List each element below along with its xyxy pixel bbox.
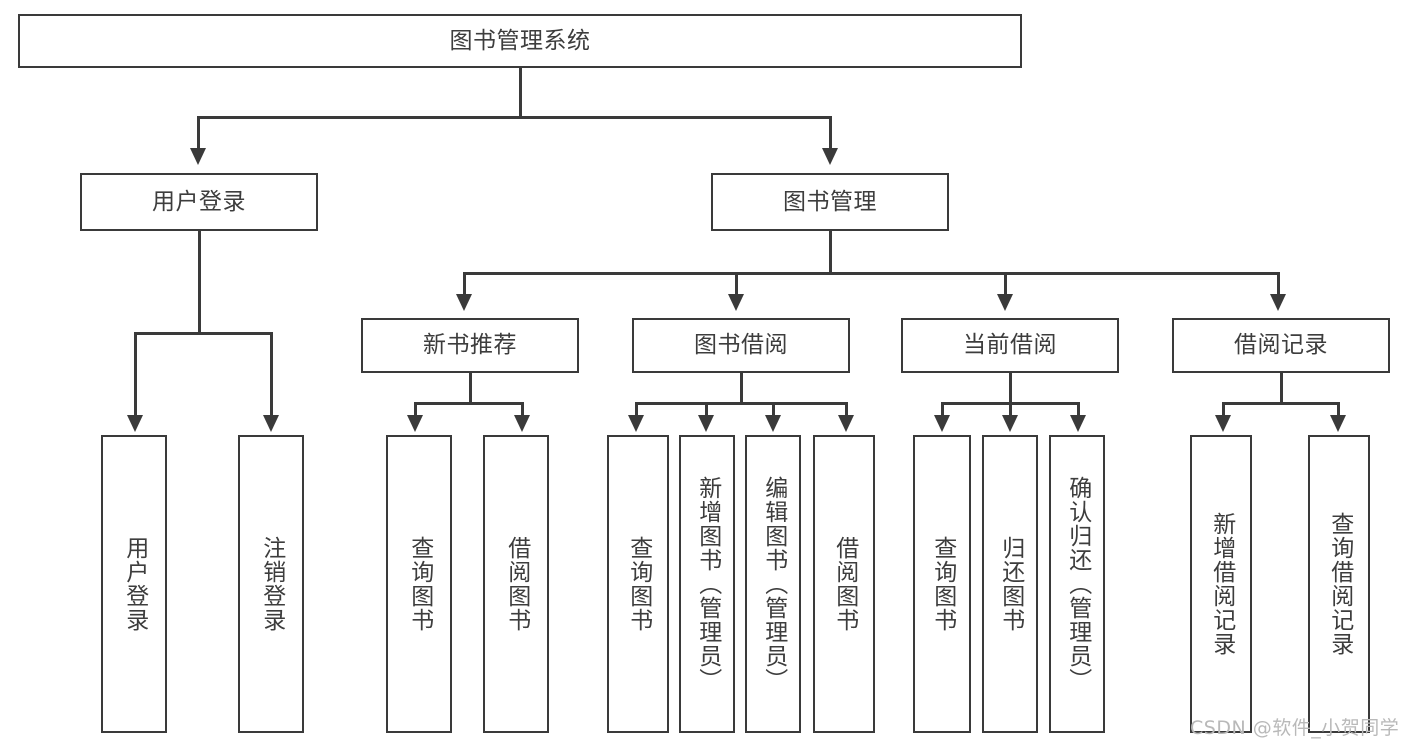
leaf-label: 注销登录 xyxy=(258,536,285,632)
connector-root-bus xyxy=(197,116,831,119)
node-new-book-recommend[interactable]: 新书推荐 xyxy=(361,318,579,373)
leaf-label: 借阅图书 xyxy=(831,536,858,632)
leaf-query-book-nb[interactable]: 查询图书 xyxy=(386,435,452,733)
connector-new-book-bus xyxy=(414,402,524,405)
arrow-user-login-to-leaf-2 xyxy=(263,415,279,432)
node-label: 新书推荐 xyxy=(423,332,517,359)
leaf-add-book-admin[interactable]: 新增图书（管理员） xyxy=(679,435,735,733)
node-label: 当前借阅 xyxy=(963,332,1057,359)
leaf-user-login[interactable]: 用户登录 xyxy=(101,435,167,733)
leaf-label: 确认归还（管理员） xyxy=(1064,476,1091,692)
leaf-label: 新增图书（管理员） xyxy=(694,476,721,692)
arrow-bb-to-leaf-2 xyxy=(698,415,714,432)
leaf-label: 查询借阅记录 xyxy=(1326,512,1353,656)
leaf-query-book-bb[interactable]: 查询图书 xyxy=(607,435,669,733)
watermark-text: CSDN @软件_小贺同学 xyxy=(1190,717,1400,739)
leaf-query-borrow-record[interactable]: 查询借阅记录 xyxy=(1308,435,1370,733)
connector-user-login-to-leaf-2 xyxy=(270,332,273,416)
connector-user-login-to-leaf-1 xyxy=(134,332,137,416)
leaf-confirm-return-admin[interactable]: 确认归还（管理员） xyxy=(1049,435,1105,733)
arrow-nb-to-leaf-2 xyxy=(514,415,530,432)
node-user-login[interactable]: 用户登录 xyxy=(80,173,318,231)
connector-borrow-record-trunk xyxy=(1280,373,1283,404)
arrow-br-to-leaf-2 xyxy=(1330,415,1346,432)
connector-root-to-user-login xyxy=(197,116,200,149)
node-borrow-record[interactable]: 借阅记录 xyxy=(1172,318,1390,373)
connector-book-management-bus xyxy=(463,272,1280,275)
connector-bb-to-leaf-4 xyxy=(845,402,848,416)
leaf-label: 归还图书 xyxy=(997,536,1024,632)
connector-book-borrow-bus xyxy=(635,402,848,405)
connector-nb-to-leaf-2 xyxy=(521,402,524,416)
node-label: 图书管理系统 xyxy=(449,27,591,54)
connector-user-login-trunk xyxy=(198,231,201,334)
node-label: 用户登录 xyxy=(152,188,246,215)
node-book-borrow[interactable]: 图书借阅 xyxy=(632,318,850,373)
arrow-bm-to-borrow-record xyxy=(1270,294,1286,311)
node-root-book-management-system[interactable]: 图书管理系统 xyxy=(18,14,1022,68)
connector-bm-to-current-borrow xyxy=(1004,272,1007,295)
leaf-label: 借阅图书 xyxy=(503,536,530,632)
leaf-label: 查询图书 xyxy=(929,536,956,632)
connector-bb-to-leaf-2 xyxy=(705,402,708,416)
connector-current-borrow-trunk xyxy=(1009,373,1012,404)
arrow-root-to-book-management xyxy=(822,148,838,165)
arrow-bm-to-book-borrow xyxy=(728,294,744,311)
leaf-label: 查询图书 xyxy=(625,536,652,632)
connector-user-login-bus xyxy=(134,332,272,335)
node-label: 借阅记录 xyxy=(1234,332,1328,359)
connector-book-borrow-trunk xyxy=(740,373,743,404)
arrow-nb-to-leaf-1 xyxy=(407,415,423,432)
leaf-edit-book-admin[interactable]: 编辑图书（管理员） xyxy=(745,435,801,733)
connector-cb-to-leaf-1 xyxy=(941,402,944,416)
connector-nb-to-leaf-1 xyxy=(414,402,417,416)
arrow-cb-to-leaf-3 xyxy=(1070,415,1086,432)
connector-bb-to-leaf-1 xyxy=(635,402,638,416)
arrow-bb-to-leaf-1 xyxy=(628,415,644,432)
leaf-label: 查询图书 xyxy=(406,536,433,632)
arrow-cb-to-leaf-2 xyxy=(1002,415,1018,432)
connector-root-trunk xyxy=(519,68,522,117)
leaf-borrow-book-bb[interactable]: 借阅图书 xyxy=(813,435,875,733)
arrow-root-to-user-login xyxy=(190,148,206,165)
leaf-return-book[interactable]: 归还图书 xyxy=(982,435,1038,733)
connector-bm-to-book-borrow xyxy=(735,272,738,295)
leaf-label: 用户登录 xyxy=(121,536,148,632)
arrow-bb-to-leaf-4 xyxy=(838,415,854,432)
connector-br-to-leaf-1 xyxy=(1222,402,1225,416)
connector-cb-to-leaf-3 xyxy=(1077,402,1080,416)
arrow-cb-to-leaf-1 xyxy=(934,415,950,432)
leaf-query-book-cb[interactable]: 查询图书 xyxy=(913,435,971,733)
leaf-label: 新增借阅记录 xyxy=(1208,512,1235,656)
connector-bm-to-borrow-record xyxy=(1277,272,1280,295)
leaf-label: 编辑图书（管理员） xyxy=(760,476,787,692)
connector-new-book-trunk xyxy=(469,373,472,404)
arrow-user-login-to-leaf-1 xyxy=(127,415,143,432)
connector-root-to-book-management xyxy=(829,116,832,149)
node-book-management[interactable]: 图书管理 xyxy=(711,173,949,231)
arrow-bm-to-new-book xyxy=(456,294,472,311)
connector-br-to-leaf-2 xyxy=(1337,402,1340,416)
leaf-logout[interactable]: 注销登录 xyxy=(238,435,304,733)
connector-cb-to-leaf-2 xyxy=(1009,402,1012,416)
connector-bb-to-leaf-3 xyxy=(772,402,775,416)
arrow-br-to-leaf-1 xyxy=(1215,415,1231,432)
connector-book-management-trunk xyxy=(829,231,832,274)
connector-bm-to-new-book xyxy=(463,272,466,295)
arrow-bb-to-leaf-3 xyxy=(765,415,781,432)
connector-borrow-record-bus xyxy=(1222,402,1339,405)
node-label: 图书借阅 xyxy=(694,332,788,359)
node-label: 图书管理 xyxy=(783,188,877,215)
node-current-borrow[interactable]: 当前借阅 xyxy=(901,318,1119,373)
arrow-bm-to-current-borrow xyxy=(997,294,1013,311)
leaf-add-borrow-record[interactable]: 新增借阅记录 xyxy=(1190,435,1252,733)
leaf-borrow-book-nb[interactable]: 借阅图书 xyxy=(483,435,549,733)
